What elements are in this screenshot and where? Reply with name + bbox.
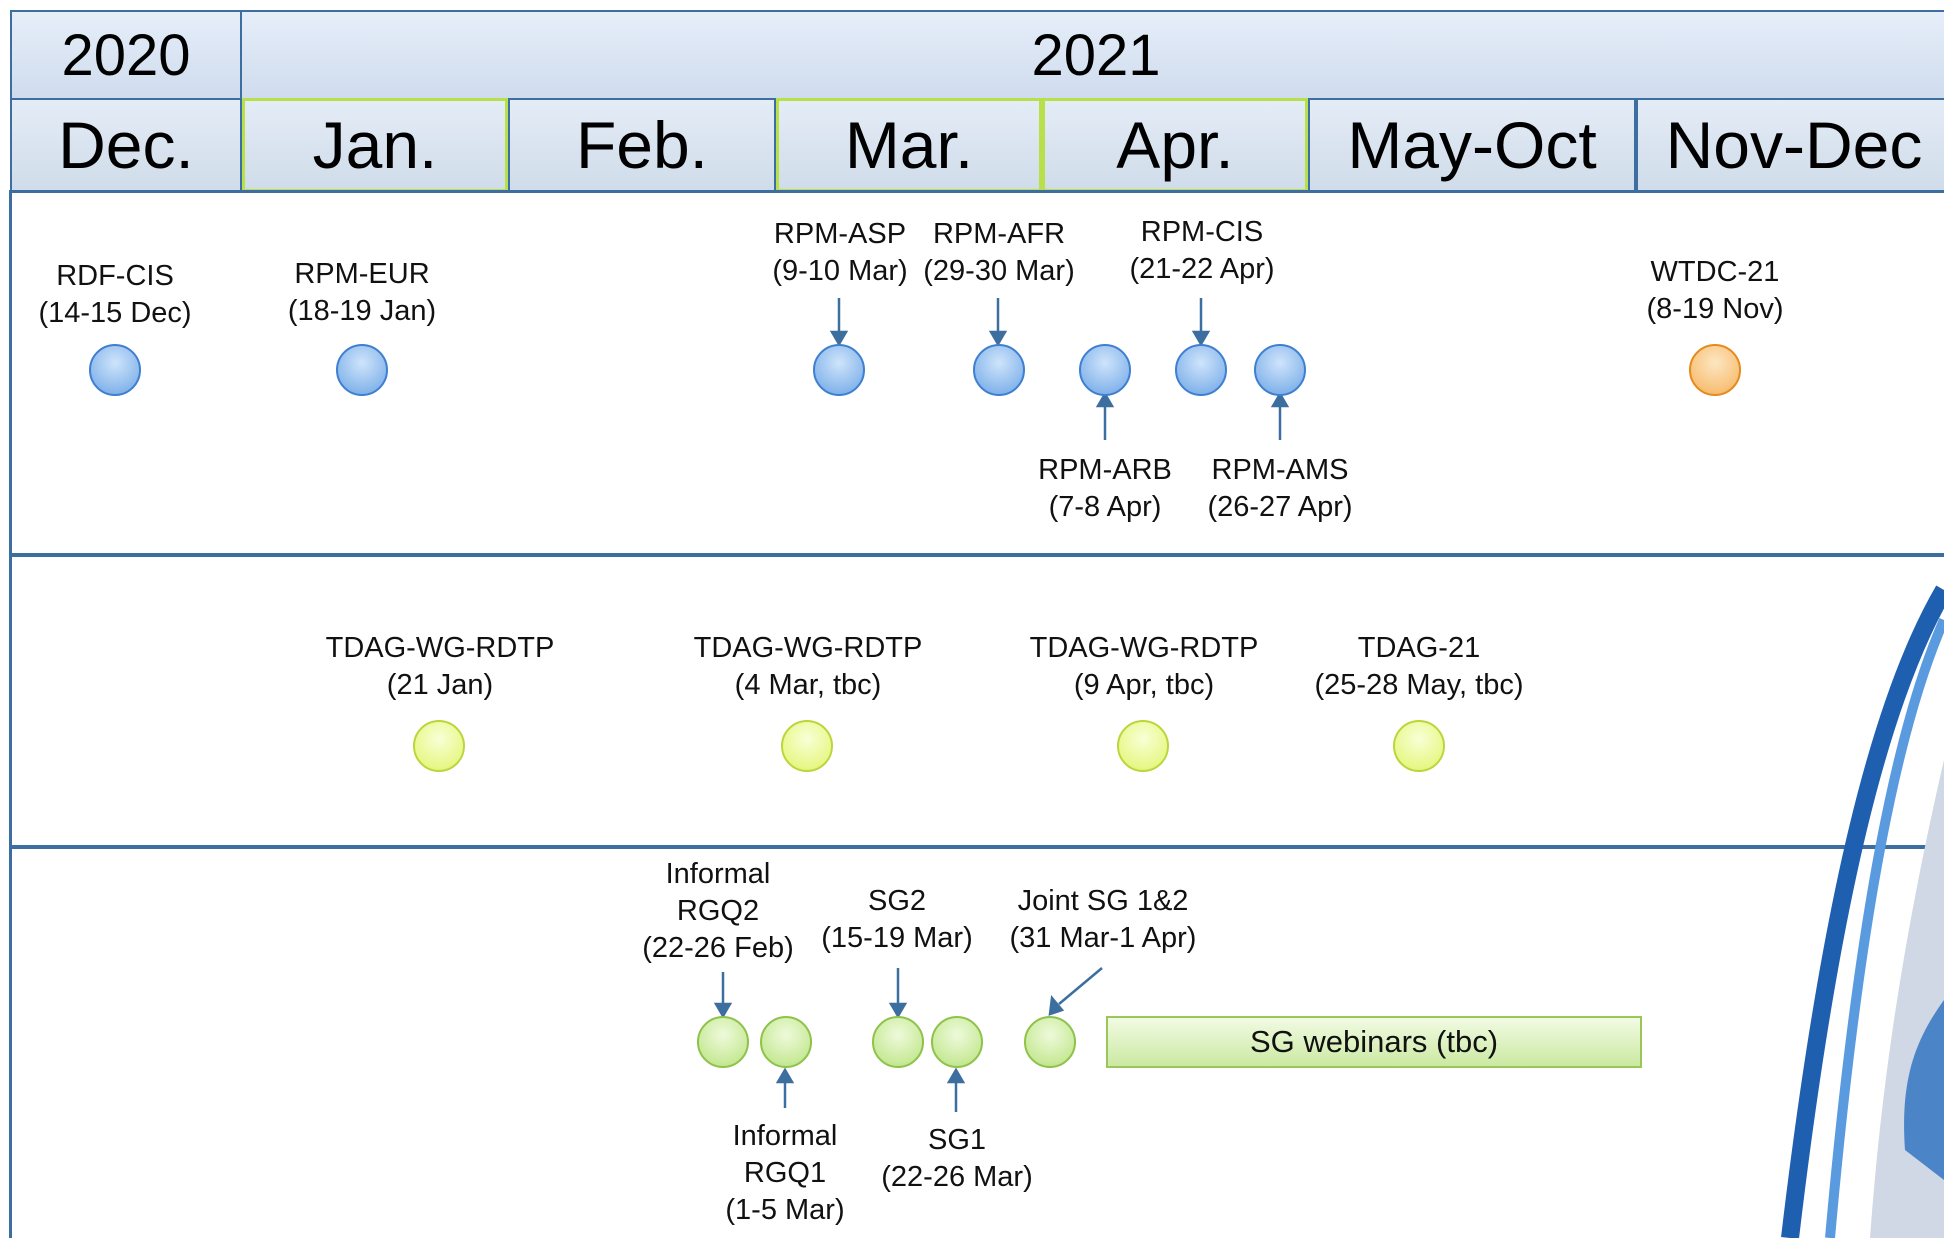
year-2020-header: 2020	[10, 10, 242, 100]
event-tdag-wg-jan	[413, 720, 465, 772]
month-may-oct: May-Oct	[1308, 98, 1636, 192]
month-mar: Mar.	[776, 98, 1042, 192]
month-dec: Dec.	[10, 98, 242, 192]
label-rpm-afr: RPM-AFR (29-30 Mar)	[923, 218, 1075, 287]
label-rpm-arb: RPM-ARB (7-8 Apr)	[1038, 454, 1172, 523]
label-informal-rgq1: Informal RGQ1 (1-5 Mar)	[725, 1120, 845, 1226]
event-wtdc-21	[1689, 344, 1741, 396]
label-tdag-wg-apr: TDAG-WG-RDTP (9 Apr, tbc)	[1029, 632, 1259, 701]
event-rpm-eur	[336, 344, 388, 396]
event-rpm-arb	[1079, 344, 1131, 396]
label-informal-rgq2: Informal RGQ2 (22-26 Feb)	[642, 858, 794, 964]
label-rpm-asp: RPM-ASP (9-10 Mar)	[772, 218, 908, 287]
month-nov-dec: Nov-Dec	[1636, 98, 1944, 192]
event-rpm-asp	[813, 344, 865, 396]
event-rpm-cis	[1175, 344, 1227, 396]
label-tdag-21: TDAG-21 (25-28 May, tbc)	[1314, 632, 1524, 701]
label-rpm-cis: RPM-CIS (21-22 Apr)	[1129, 216, 1275, 285]
row-divider-1	[10, 553, 1944, 557]
label-joint-sg: Joint SG 1&2 (31 Mar-1 Apr)	[1009, 885, 1197, 954]
event-informal-rgq2	[697, 1016, 749, 1068]
label-sg2: SG2 (15-19 Mar)	[821, 885, 973, 954]
label-rdf-cis: RDF-CIS (14-15 Dec)	[38, 260, 192, 329]
sg-webinars-bar: SG webinars (tbc)	[1106, 1016, 1642, 1068]
row-divider-2	[10, 845, 1944, 849]
month-feb: Feb.	[508, 98, 776, 192]
month-jan: Jan.	[242, 98, 508, 192]
label-tdag-wg-jan: TDAG-WG-RDTP (21 Jan)	[325, 632, 555, 701]
row-divider-top	[10, 190, 1944, 193]
event-rpm-afr	[973, 344, 1025, 396]
left-border	[9, 190, 12, 1238]
event-informal-rgq1	[760, 1016, 812, 1068]
event-sg2	[872, 1016, 924, 1068]
event-rdf-cis	[89, 344, 141, 396]
month-apr: Apr.	[1042, 98, 1308, 192]
label-wtdc-21: WTDC-21 (8-19 Nov)	[1646, 256, 1784, 325]
event-joint-sg	[1024, 1016, 1076, 1068]
label-tdag-wg-mar: TDAG-WG-RDTP (4 Mar, tbc)	[693, 632, 923, 701]
event-tdag-wg-mar	[781, 720, 833, 772]
label-sg1: SG1 (22-26 Mar)	[881, 1124, 1033, 1193]
label-rpm-eur: RPM-EUR (18-19 Jan)	[287, 258, 437, 327]
event-sg1	[931, 1016, 983, 1068]
year-2021-header: 2021	[240, 10, 1944, 100]
label-rpm-ams: RPM-AMS (26-27 Apr)	[1207, 454, 1353, 523]
event-tdag-wg-apr	[1117, 720, 1169, 772]
event-rpm-ams	[1254, 344, 1306, 396]
event-tdag-21	[1393, 720, 1445, 772]
